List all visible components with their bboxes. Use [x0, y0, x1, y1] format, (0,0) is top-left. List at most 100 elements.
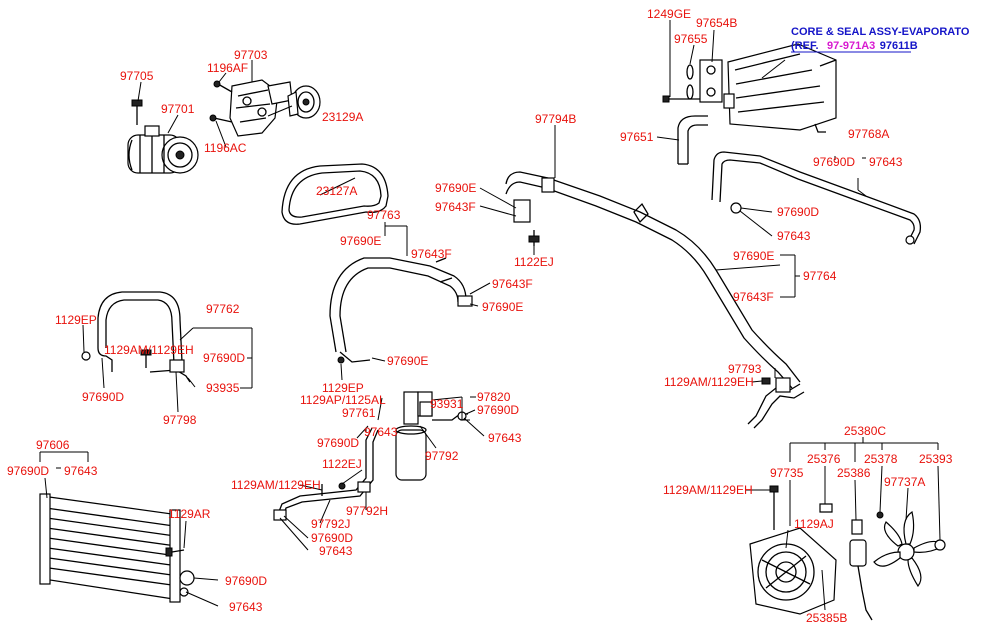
label-25376: 25376	[807, 452, 841, 466]
label-97690e-b: 97690E	[340, 234, 381, 248]
label-97690d-d: 97690D	[82, 390, 124, 404]
label-1129ep-b: 1129EP	[322, 381, 364, 395]
ref-evaporator-line2: (REF. 97-971A3 97611B	[791, 36, 918, 53]
label-97654b: 97654B	[696, 16, 737, 30]
label-25385b: 25385B	[806, 611, 847, 625]
label-97643f-b: 97643F	[411, 247, 452, 261]
label-1129ep-a: 1129EP	[55, 313, 97, 327]
bolt-1122ej-a	[528, 230, 540, 246]
hose-97794b	[505, 171, 801, 389]
ref-part[interactable]: 97611B	[880, 40, 918, 52]
label-97690d-i: 97690D	[225, 574, 267, 588]
label-23129a: 23129A	[322, 110, 363, 124]
label-97690e-a: 97690E	[435, 181, 476, 195]
compressor-97701	[127, 125, 199, 174]
fan-shroud-25385b	[749, 527, 837, 615]
label-97643-d: 97643	[488, 431, 522, 445]
label-97655: 97655	[674, 32, 708, 46]
label-97701: 97701	[161, 102, 195, 116]
label-1129am-eh-d: 1129AM/1129EH	[663, 483, 753, 497]
bolt-1196ac	[209, 114, 233, 123]
label-1249ge: 1249GE	[647, 7, 691, 21]
label-97643f-d: 97643F	[733, 290, 774, 304]
label-97690d-e: 97690D	[317, 436, 359, 450]
label-97690d-f: 97690D	[477, 403, 519, 417]
label-97643-b: 97643	[777, 229, 811, 243]
label-1129am-eh-a: 1129AM/1129EH	[104, 343, 194, 357]
label-97794b: 97794B	[535, 112, 576, 126]
label-25393: 25393	[919, 452, 953, 466]
ref-evaporator-title: CORE & SEAL ASSY-EVAPORATO	[791, 26, 970, 38]
label-97792h: 97792H	[346, 504, 388, 518]
bolt-1196af	[213, 80, 233, 93]
label-97735: 97735	[770, 466, 804, 480]
label-97690d-a: 97690D	[813, 155, 855, 169]
drive-belt-23127a	[281, 163, 389, 225]
pipe-97762	[81, 291, 191, 383]
label-97764: 97764	[803, 269, 837, 283]
washer-25393	[934, 539, 946, 551]
bolt-1129ep-b	[337, 356, 345, 364]
bolt-1129ar	[165, 547, 185, 557]
bolt-1129am-b	[761, 377, 771, 385]
idler-pulley-23129a	[287, 85, 321, 119]
label-97651: 97651	[620, 130, 654, 144]
label-25386: 25386	[837, 466, 871, 480]
label-97643-g: 97643	[229, 600, 263, 614]
label-1129ar: 1129AR	[168, 507, 211, 521]
label-97793: 97793	[728, 362, 762, 376]
label-25380c: 25380C	[844, 424, 886, 438]
label-97643f-a: 97643F	[435, 200, 476, 214]
pipe-97768a	[711, 151, 922, 245]
label-97763: 97763	[367, 208, 401, 222]
bolt-1249ge	[662, 95, 700, 103]
label-1129am-eh-c: 1129AM/1129EH	[231, 478, 321, 492]
bolt-1122ej-b	[338, 482, 346, 490]
label-97690d-g: 97690D	[311, 531, 353, 545]
leader-lines	[39, 20, 941, 611]
label-97606: 97606	[36, 438, 70, 452]
label-97690d-b: 97690D	[777, 205, 819, 219]
label-93935: 93935	[206, 381, 240, 395]
motor-25386	[849, 519, 873, 621]
label-1122ej-b: 1122EJ	[322, 457, 362, 471]
pressure-switch-93931	[419, 401, 433, 417]
compressor-bracket-97703	[229, 79, 293, 137]
bolt-1129am-a	[140, 349, 152, 368]
label-1122ej-a: 1122EJ	[514, 255, 554, 269]
ref-link[interactable]: 97-971A3	[827, 40, 875, 52]
label-1196af: 1196AF	[207, 61, 248, 75]
label-97643-f: 97643	[64, 464, 98, 478]
bolt-97705	[131, 99, 143, 125]
label-93931: 93931	[430, 397, 464, 411]
label-23127a: 23127A	[316, 184, 357, 198]
label-97798: 97798	[163, 413, 197, 427]
label-1129ap-al: 1129AP/1125AL	[300, 393, 386, 407]
label-97705: 97705	[120, 69, 154, 83]
label-97820: 97820	[477, 390, 511, 404]
hose-97651	[677, 115, 708, 165]
labels: 97705 97703 1196AF 97701 23129A 1196AC 1…	[7, 7, 970, 625]
fan-97737a	[873, 511, 945, 588]
evaporator-core	[723, 43, 837, 133]
label-97761: 97761	[342, 406, 376, 420]
hose-97763	[329, 257, 473, 363]
label-97643-c: 97643	[364, 425, 398, 439]
label-1129aj: 1129AJ	[794, 517, 834, 531]
label-25378: 25378	[864, 452, 898, 466]
o-ring-97655	[686, 64, 694, 100]
bracket-25376	[819, 503, 833, 513]
label-97737a: 97737A	[884, 475, 925, 489]
label-97690e-d: 97690E	[733, 249, 774, 263]
label-97690e-e: 97690E	[387, 354, 428, 368]
pipe-97761	[273, 427, 379, 521]
label-97643-e: 97643	[319, 544, 353, 558]
label-97768a: 97768A	[848, 127, 889, 141]
label-1129am-eh-b: 1129AM/1129EH	[664, 375, 754, 389]
label-97690d-h: 97690D	[7, 464, 49, 478]
expansion-valve-97654b	[699, 59, 723, 103]
label-97690d-c: 97690D	[203, 351, 245, 365]
label-97703: 97703	[234, 48, 268, 62]
label-97643-a: 97643	[869, 155, 903, 169]
